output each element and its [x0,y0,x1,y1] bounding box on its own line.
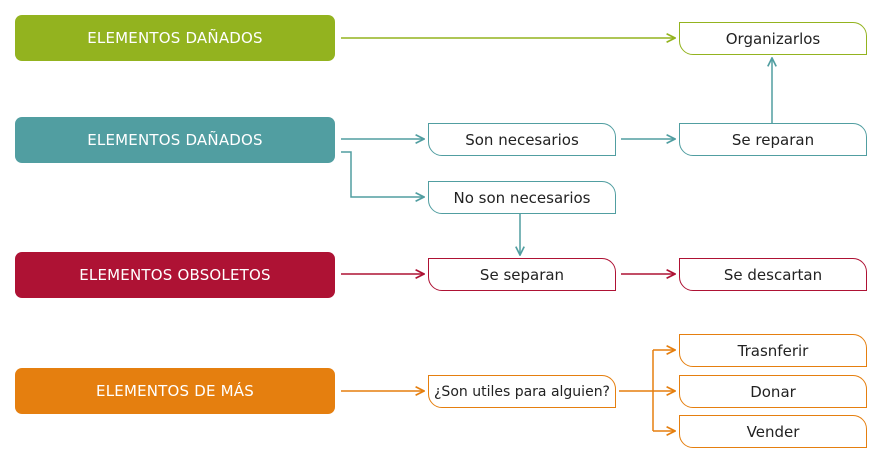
node-no-son-necesarios: No son necesarios [428,181,616,214]
node-son-necesarios: Son necesarios [428,123,616,156]
node-se-separan: Se separan [428,258,616,291]
node-son-utiles: ¿Son utiles para alguien? [428,375,616,408]
category-obsolete: ELEMENTOS OBSOLETOS [15,252,335,298]
category-extra: ELEMENTOS DE MÁS [15,368,335,414]
arrow-damaged-to-not-necessary [341,151,424,197]
category-damaged-teal: ELEMENTOS DAÑADOS [15,117,335,163]
category-damaged-green: ELEMENTOS DAÑADOS [15,15,335,61]
node-se-reparan: Se reparan [679,123,867,156]
node-donar: Donar [679,375,867,408]
node-vender: Vender [679,415,867,448]
node-organizarlos: Organizarlos [679,22,867,55]
node-trasnferir: Trasnferir [679,334,867,367]
node-se-descartan: Se descartan [679,258,867,291]
